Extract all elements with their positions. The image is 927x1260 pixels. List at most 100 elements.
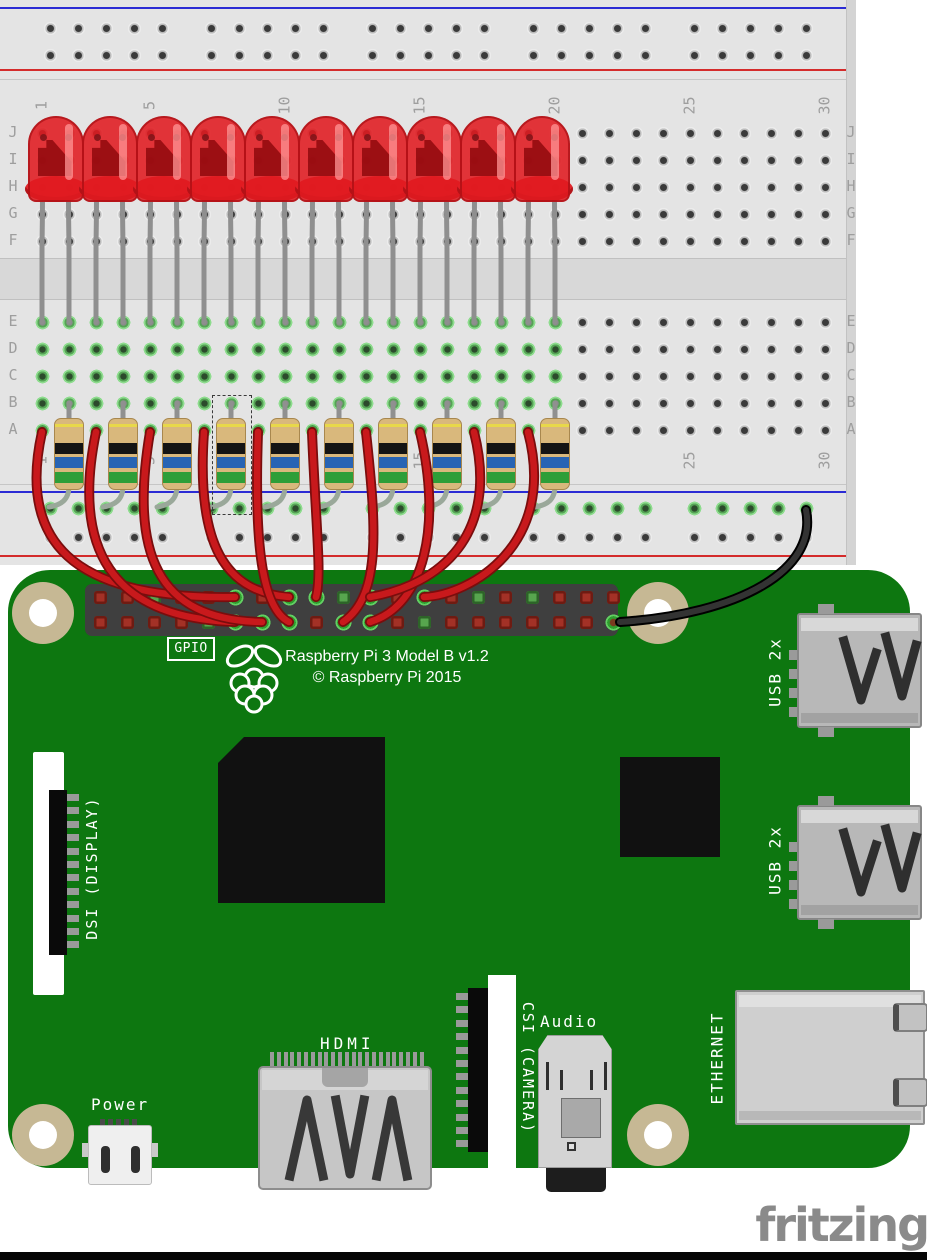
breadboard-hole[interactable] [601, 125, 617, 141]
resistor-9[interactable] [486, 418, 516, 490]
breadboard-hole[interactable] [331, 368, 347, 384]
breadboard-hole[interactable] [61, 341, 77, 357]
breadboard-hole[interactable] [169, 368, 185, 384]
breadboard-hole[interactable] [476, 47, 492, 63]
breadboard-hole[interactable] [682, 368, 698, 384]
breadboard-hole[interactable] [682, 341, 698, 357]
breadboard-hole[interactable] [203, 47, 219, 63]
resistor-8[interactable] [432, 418, 462, 490]
breadboard-hole[interactable] [736, 233, 752, 249]
breadboard-hole[interactable] [709, 125, 725, 141]
breadboard-hole[interactable] [817, 422, 833, 438]
breadboard-hole[interactable] [736, 152, 752, 168]
breadboard-hole[interactable] [763, 314, 779, 330]
breadboard-hole[interactable] [655, 179, 671, 195]
breadboard-hole[interactable] [98, 20, 114, 36]
breadboard-hole[interactable] [817, 368, 833, 384]
resistor-5[interactable] [270, 418, 300, 490]
breadboard-hole[interactable] [742, 47, 758, 63]
breadboard-hole[interactable] [709, 368, 725, 384]
breadboard-hole[interactable] [476, 20, 492, 36]
breadboard-hole[interactable] [655, 341, 671, 357]
resistor-1[interactable] [54, 418, 84, 490]
breadboard-hole[interactable] [628, 395, 644, 411]
breadboard-hole[interactable] [709, 179, 725, 195]
breadboard-hole[interactable] [231, 47, 247, 63]
breadboard-hole[interactable] [466, 395, 482, 411]
breadboard-hole[interactable] [358, 341, 374, 357]
breadboard-hole[interactable] [790, 233, 806, 249]
breadboard-hole[interactable] [628, 341, 644, 357]
breadboard-hole[interactable] [466, 368, 482, 384]
breadboard-hole[interactable] [392, 20, 408, 36]
resistor-6[interactable] [324, 418, 354, 490]
breadboard-hole[interactable] [601, 341, 617, 357]
breadboard-hole[interactable] [493, 368, 509, 384]
breadboard-hole[interactable] [628, 179, 644, 195]
breadboard-hole[interactable] [770, 47, 786, 63]
breadboard-hole[interactable] [628, 422, 644, 438]
breadboard-hole[interactable] [231, 20, 247, 36]
breadboard-hole[interactable] [798, 47, 814, 63]
breadboard-hole[interactable] [714, 47, 730, 63]
breadboard-hole[interactable] [709, 395, 725, 411]
breadboard-hole[interactable] [203, 20, 219, 36]
breadboard-hole[interactable] [448, 47, 464, 63]
breadboard-hole[interactable] [682, 206, 698, 222]
breadboard-hole[interactable] [790, 206, 806, 222]
breadboard-hole[interactable] [169, 341, 185, 357]
breadboard-hole[interactable] [115, 368, 131, 384]
breadboard-hole[interactable] [364, 47, 380, 63]
gpio-pin[interactable] [498, 615, 512, 629]
breadboard-hole[interactable] [304, 368, 320, 384]
breadboard-hole[interactable] [736, 395, 752, 411]
breadboard-hole[interactable] [277, 368, 293, 384]
breadboard-hole[interactable] [709, 314, 725, 330]
breadboard-hole[interactable] [154, 47, 170, 63]
breadboard-hole[interactable] [682, 152, 698, 168]
breadboard-hole[interactable] [250, 341, 266, 357]
breadboard-hole[interactable] [628, 125, 644, 141]
resistor-10[interactable] [540, 418, 570, 490]
breadboard-hole[interactable] [42, 47, 58, 63]
breadboard-hole[interactable] [277, 341, 293, 357]
breadboard-hole[interactable] [126, 47, 142, 63]
breadboard-hole[interactable] [686, 47, 702, 63]
breadboard-hole[interactable] [304, 341, 320, 357]
breadboard-hole[interactable] [601, 395, 617, 411]
breadboard-hole[interactable] [736, 341, 752, 357]
breadboard-hole[interactable] [574, 341, 590, 357]
breadboard-hole[interactable] [581, 500, 597, 516]
breadboard-hole[interactable] [817, 341, 833, 357]
breadboard-hole[interactable] [304, 395, 320, 411]
breadboard-hole[interactable] [574, 152, 590, 168]
breadboard-hole[interactable] [88, 341, 104, 357]
breadboard-hole[interactable] [609, 20, 625, 36]
breadboard-hole[interactable] [574, 368, 590, 384]
breadboard-hole[interactable] [223, 341, 239, 357]
breadboard-hole[interactable] [682, 422, 698, 438]
breadboard-hole[interactable] [709, 233, 725, 249]
breadboard-hole[interactable] [70, 20, 86, 36]
breadboard-hole[interactable] [790, 314, 806, 330]
breadboard-hole[interactable] [88, 395, 104, 411]
breadboard-hole[interactable] [817, 233, 833, 249]
breadboard-hole[interactable] [574, 179, 590, 195]
breadboard-hole[interactable] [655, 233, 671, 249]
breadboard-hole[interactable] [736, 125, 752, 141]
breadboard-hole[interactable] [709, 341, 725, 357]
breadboard-hole[interactable] [817, 206, 833, 222]
breadboard-hole[interactable] [142, 368, 158, 384]
breadboard-hole[interactable] [358, 368, 374, 384]
breadboard-hole[interactable] [736, 179, 752, 195]
breadboard-hole[interactable] [259, 47, 275, 63]
breadboard-hole[interactable] [126, 20, 142, 36]
breadboard-hole[interactable] [448, 20, 464, 36]
breadboard-hole[interactable] [763, 152, 779, 168]
breadboard-hole[interactable] [763, 206, 779, 222]
breadboard-hole[interactable] [770, 20, 786, 36]
breadboard-hole[interactable] [553, 47, 569, 63]
breadboard-hole[interactable] [601, 152, 617, 168]
breadboard-hole[interactable] [385, 341, 401, 357]
breadboard-hole[interactable] [466, 341, 482, 357]
